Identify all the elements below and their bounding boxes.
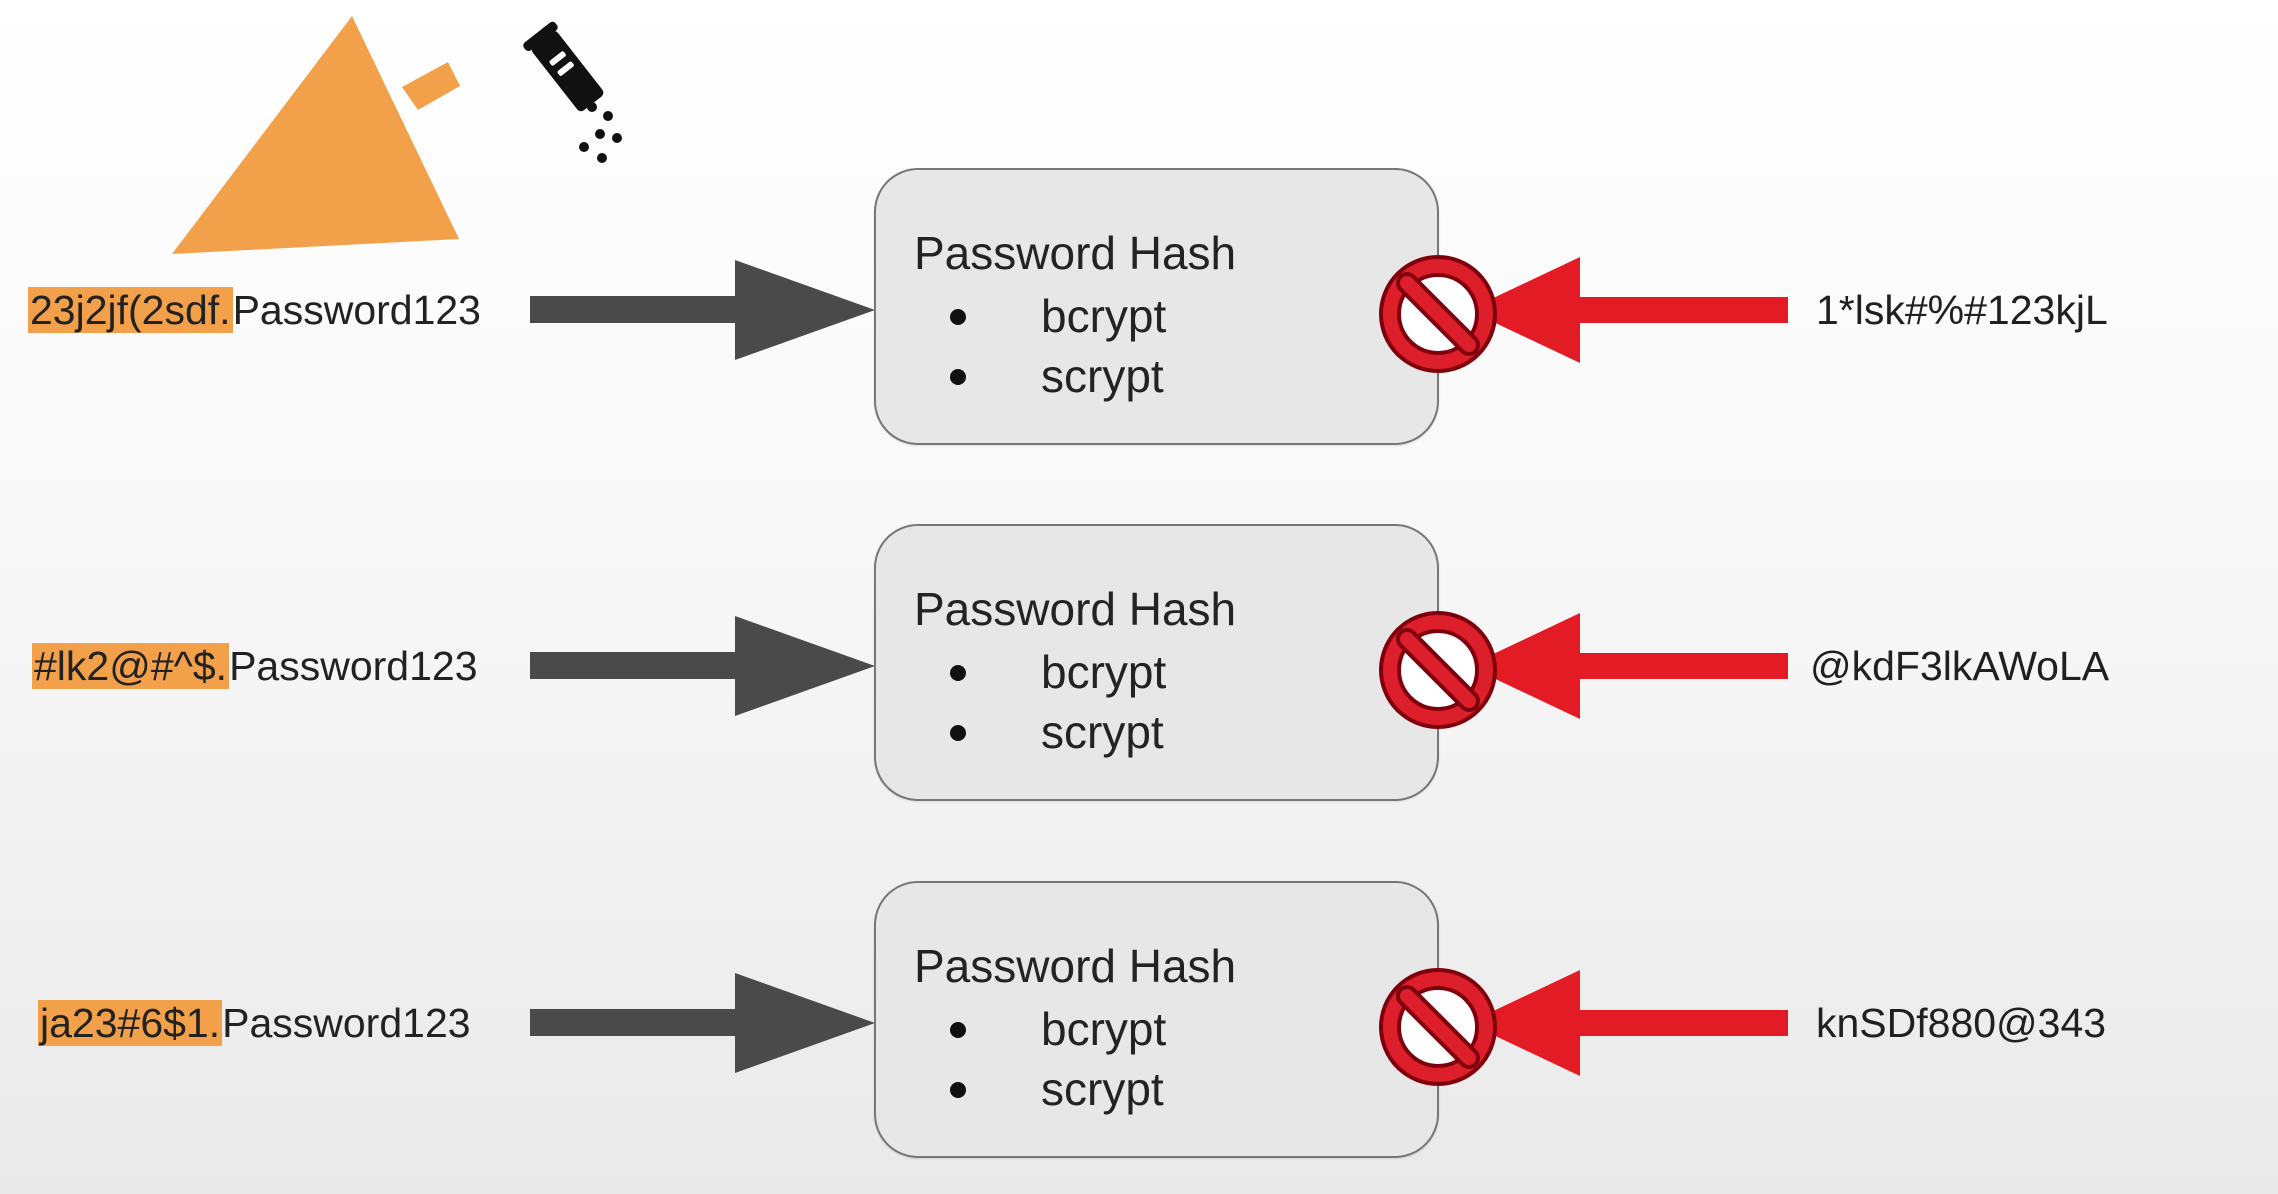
prohibited-icon: [1379, 611, 1497, 729]
salted-password-input-2: #lk2@#^$.Password123: [32, 639, 478, 693]
hash-algorithm-label: scrypt: [1041, 1063, 1164, 1115]
hash-row-2: #lk2@#^$.Password123 Password Hash bcryp…: [0, 521, 2278, 811]
hash-algorithm-item: bcrypt: [876, 642, 1441, 702]
password-hash-box-2: Password Hash bcrypt scrypt: [874, 524, 1439, 801]
password-hash-title-1: Password Hash: [914, 227, 1237, 279]
hash-algorithm-item: scrypt: [876, 702, 1441, 762]
password-hash-box-3: Password Hash bcrypt scrypt: [874, 881, 1439, 1158]
prohibited-icon: [1379, 255, 1497, 373]
bullet-icon: [950, 369, 966, 385]
red-attack-arrow-3: [1468, 970, 1788, 1076]
hash-algorithm-label: bcrypt: [1041, 1003, 1167, 1055]
prohibited-icon: [1379, 968, 1497, 1086]
salted-password-input-1: 23j2jf(2sdf.Password123: [28, 283, 481, 337]
gray-input-arrow-1: [530, 260, 875, 360]
hash-algorithm-label: scrypt: [1041, 706, 1164, 758]
gray-input-arrow-3: [530, 973, 875, 1073]
red-attack-arrow-2: [1468, 613, 1788, 719]
attack-attempt-3: knSDf880@343: [1816, 1000, 2107, 1046]
bullet-icon: [950, 725, 966, 741]
bullet-icon: [950, 309, 966, 325]
attack-attempt-2: @kdF3lkAWoLA: [1810, 643, 2110, 689]
hash-algorithm-list-1: bcrypt scrypt: [876, 286, 1441, 406]
gray-input-arrow-2: [530, 616, 875, 716]
password-hash-title-2: Password Hash: [914, 583, 1237, 635]
hash-algorithm-item: bcrypt: [876, 286, 1441, 346]
hash-algorithm-list-3: bcrypt scrypt: [876, 999, 1441, 1119]
hash-algorithm-label: scrypt: [1041, 350, 1164, 402]
password-text-1: Password123: [232, 287, 481, 333]
hash-algorithm-item: bcrypt: [876, 999, 1441, 1059]
orange-pointer-icon: [172, 16, 460, 254]
bullet-icon: [950, 1082, 966, 1098]
password-hash-title-3: Password Hash: [914, 940, 1237, 992]
hash-algorithm-list-2: bcrypt scrypt: [876, 642, 1441, 762]
hash-algorithm-item: scrypt: [876, 346, 1441, 406]
attack-attempt-1: 1*lsk#%#123kjL: [1816, 287, 2108, 333]
salt-prefix-2: #lk2@#^$.: [32, 643, 230, 689]
hash-algorithm-label: bcrypt: [1041, 290, 1167, 342]
password-text-2: Password123: [229, 643, 478, 689]
hash-algorithm-item: scrypt: [876, 1059, 1441, 1119]
salt-prefix-3: ja23#6$1.: [38, 1000, 223, 1046]
hash-row-3: ja23#6$1.Password123 Password Hash bcryp…: [0, 878, 2278, 1168]
salt-shaker-icon: [523, 21, 622, 163]
hash-algorithm-label: bcrypt: [1041, 646, 1167, 698]
password-text-3: Password123: [222, 1000, 471, 1046]
salt-prefix-1: 23j2jf(2sdf.: [28, 287, 233, 333]
hash-row-1: 23j2jf(2sdf.Password123 Password Hash bc…: [0, 165, 2278, 455]
password-hash-box-1: Password Hash bcrypt scrypt: [874, 168, 1439, 445]
salted-password-input-3: ja23#6$1.Password123: [38, 996, 471, 1050]
bullet-icon: [950, 665, 966, 681]
bullet-icon: [950, 1022, 966, 1038]
red-attack-arrow-1: [1468, 257, 1788, 363]
